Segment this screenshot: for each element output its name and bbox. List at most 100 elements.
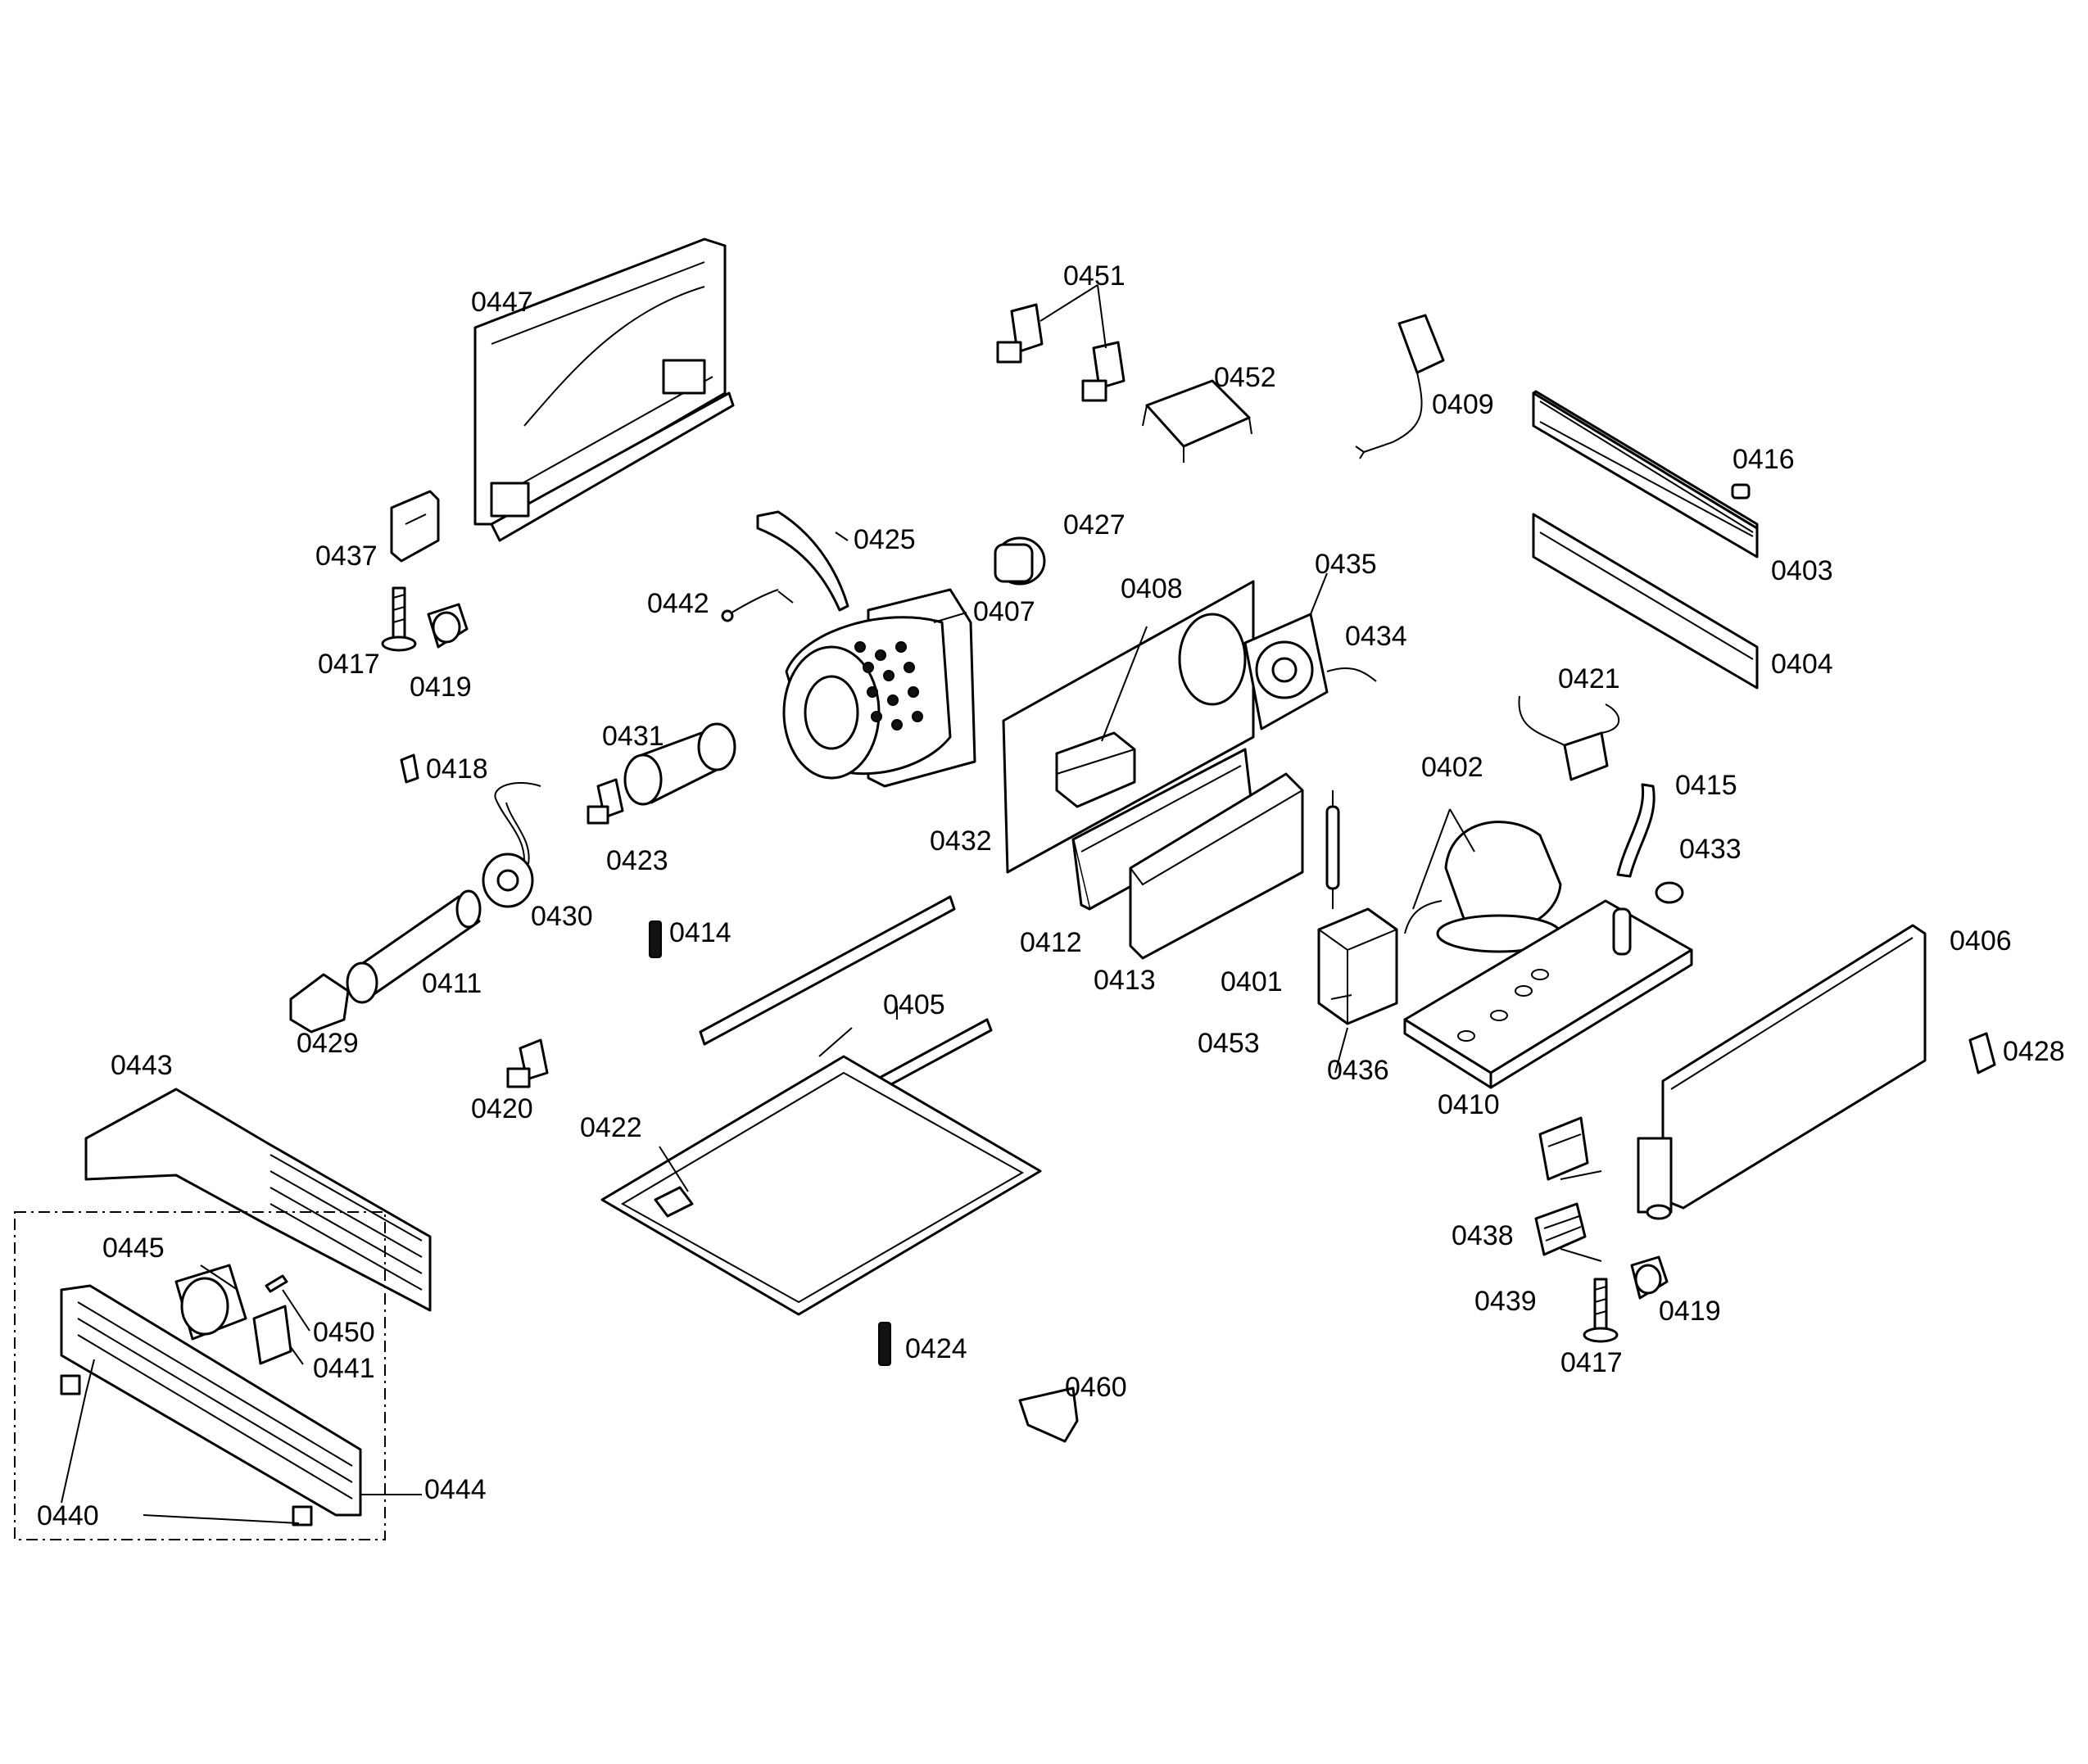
part-0433-grommet [1655, 881, 1684, 904]
callout-0441: 0441 [313, 1353, 375, 1384]
callout-0411: 0411 [422, 968, 482, 999]
callout-0402: 0402 [1421, 752, 1483, 783]
callout-0418: 0418 [426, 753, 488, 785]
part-0444-grille [60, 1284, 362, 1517]
callout-0450: 0450 [313, 1317, 375, 1348]
part-0447-control-housing [473, 237, 735, 542]
callout-0430: 0430 [531, 901, 593, 932]
callout-labels: 0447 0451 0452 0409 0416 0403 0404 0437 … [37, 260, 2065, 1531]
part-0437-bracket [390, 490, 440, 563]
part-0427-motor [994, 536, 1046, 586]
callout-0405: 0405 [883, 989, 945, 1020]
part-0440-pad-left [60, 1374, 81, 1395]
callout-0425: 0425 [854, 524, 916, 555]
callout-0439: 0439 [1474, 1286, 1537, 1317]
part-0453-electrical-box [1317, 907, 1398, 1025]
callout-0417-left: 0417 [318, 649, 380, 680]
part-0439-bracket [1534, 1202, 1587, 1256]
callout-0416: 0416 [1732, 444, 1795, 475]
part-0417-screw-left [381, 586, 417, 652]
part-0402-compressor [1404, 821, 1562, 953]
part-0405-strip-upper [699, 895, 956, 1046]
part-0406-side-panel [1637, 924, 1927, 1220]
callout-0435: 0435 [1315, 549, 1377, 580]
callout-0408: 0408 [1121, 573, 1183, 604]
part-0408-transformer [1055, 731, 1136, 808]
callout-0427: 0427 [1063, 509, 1126, 541]
part-0404-panel [1532, 513, 1759, 690]
part-0411-cartridge [346, 889, 482, 1004]
part-0434-fan-wire [1326, 667, 1377, 682]
part-0409-power-cord [1355, 314, 1445, 459]
part-0403-panel [1532, 390, 1759, 559]
part-0417-screw-right [1583, 1278, 1619, 1343]
callout-0445: 0445 [102, 1233, 165, 1264]
part-0418-clip [400, 753, 419, 784]
part-0428-clip [1968, 1032, 1996, 1074]
callout-0436: 0436 [1327, 1055, 1389, 1086]
callout-0438: 0438 [1452, 1220, 1514, 1251]
part-0450-pin [265, 1274, 288, 1293]
callout-0451: 0451 [1063, 260, 1126, 292]
callout-0437: 0437 [315, 541, 378, 572]
callout-0444: 0444 [424, 1474, 487, 1505]
part-0435-fan-guard [1243, 613, 1329, 730]
callout-0414: 0414 [669, 917, 731, 948]
callout-0415: 0415 [1675, 770, 1737, 801]
callout-0429: 0429 [297, 1028, 359, 1059]
callout-0403: 0403 [1771, 555, 1833, 586]
part-0401-drier [1325, 790, 1340, 909]
part-0452-bracket [1142, 379, 1252, 463]
callout-0412: 0412 [1020, 927, 1082, 958]
part-0440-pad-right [292, 1505, 313, 1527]
callout-0453: 0453 [1198, 1028, 1260, 1059]
callout-0413: 0413 [1094, 965, 1156, 996]
part-0430-motor [482, 782, 541, 908]
callout-0421: 0421 [1558, 663, 1620, 694]
part-0445-damper [174, 1264, 247, 1341]
part-0416-cap [1731, 483, 1751, 500]
assembly-group-boundary [14, 1211, 386, 1540]
callout-0401: 0401 [1221, 966, 1283, 997]
part-0419-foot-left [427, 603, 469, 649]
part-0413-cover [1129, 772, 1304, 960]
callout-0420: 0420 [471, 1093, 533, 1124]
callout-0443: 0443 [111, 1050, 173, 1081]
callout-0447: 0447 [471, 287, 533, 318]
callout-0442: 0442 [647, 588, 709, 619]
part-0431-cylinder [623, 722, 736, 806]
callout-0460: 0460 [1065, 1372, 1127, 1403]
leader-lines [61, 284, 1602, 1524]
callout-0409: 0409 [1432, 389, 1494, 420]
part-0424-clip [878, 1322, 891, 1366]
part-0451-water-valves [996, 303, 1126, 402]
callout-0404: 0404 [1771, 649, 1833, 680]
callout-0433: 0433 [1679, 834, 1742, 865]
callout-0423: 0423 [606, 845, 668, 876]
part-0438-bracket [1538, 1116, 1589, 1181]
callout-0419-left: 0419 [410, 672, 472, 703]
part-0429-cap [289, 973, 350, 1034]
callout-0431: 0431 [602, 721, 664, 752]
part-0441-bracket [252, 1305, 292, 1365]
part-0423-valve [587, 778, 624, 825]
callout-0424: 0424 [905, 1333, 967, 1364]
callout-0434: 0434 [1345, 621, 1407, 652]
callout-0410: 0410 [1438, 1089, 1500, 1120]
part-0420-valve [506, 1038, 549, 1088]
part-0422-drip-tray [600, 1055, 1042, 1316]
callout-0406: 0406 [1950, 925, 2012, 957]
callout-0440: 0440 [37, 1500, 99, 1531]
callout-0417-right: 0417 [1560, 1347, 1623, 1378]
part-0460-bracket [1018, 1386, 1079, 1443]
part-0419-foot-right [1630, 1255, 1669, 1300]
part-0421-relay [1518, 695, 1620, 781]
callout-0428: 0428 [2003, 1036, 2065, 1067]
part-0442-wire [721, 589, 779, 622]
part-0432-mounting-panel [1002, 580, 1255, 874]
part-0425-bracket [756, 510, 849, 612]
part-0410-base-plate [1403, 899, 1693, 1089]
part-0407-fan-housing [782, 588, 976, 788]
callout-0422: 0422 [580, 1112, 642, 1143]
